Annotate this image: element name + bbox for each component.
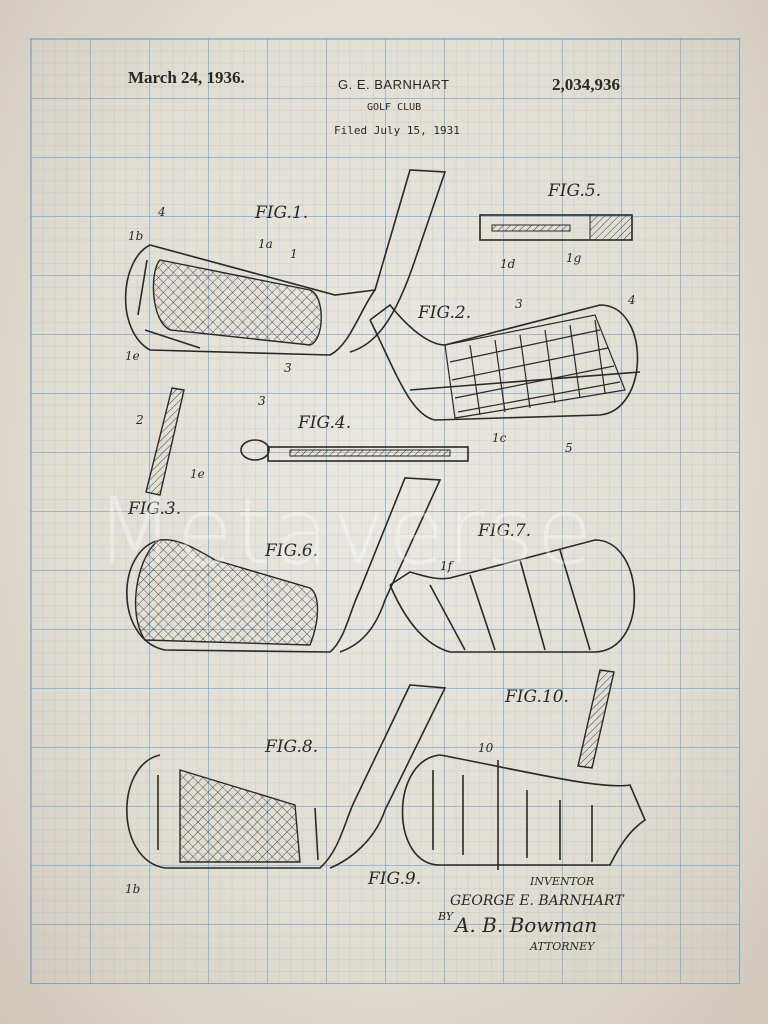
ref-1b: 1b [128, 229, 143, 243]
figure-10-section [577, 669, 615, 769]
watermark: Metaverse [95, 478, 595, 585]
filed-date: Filed July 15, 1931 [334, 124, 460, 137]
ref-1e-fig3: 1e [190, 467, 205, 481]
fig-9-label: FIG.9. [367, 869, 421, 889]
figure-8-club-head [126, 684, 447, 869]
figure-1-club-head [124, 169, 447, 356]
fig-8-label: FIG.8. [264, 737, 318, 757]
inventor-header: G. E. BARNHART [338, 77, 450, 92]
ref-1c: 1c [492, 431, 507, 445]
patent-date: March 24, 1936. [128, 68, 245, 87]
attorney-label: ATTORNEY [529, 940, 596, 953]
figure-4-section [240, 439, 469, 462]
ref-4-fig2: 4 [627, 293, 636, 307]
ref-1: 1 [290, 247, 298, 261]
fig-4-label: FIG.4. [297, 413, 351, 433]
inventor-label: INVENTOR [529, 875, 594, 888]
patent-number: 2,034,936 [552, 75, 620, 94]
ref-1d: 1d [500, 257, 516, 271]
ref-1b-fig8: 1b [125, 882, 140, 896]
by-label: BY [437, 910, 455, 923]
ref-3: 3 [284, 361, 292, 375]
ref-3-fig2: 3 [515, 297, 523, 311]
figure-6-club-head [126, 477, 442, 653]
fig-6-label: FIG.6. [264, 541, 318, 561]
fig-7-label: FIG.7. [477, 521, 531, 541]
figure-3-section [145, 387, 185, 496]
figure-7-club-head [389, 539, 636, 653]
ref-1g: 1g [566, 251, 582, 265]
figure-2-club-head [369, 303, 641, 421]
ref-1e: 1e [125, 349, 140, 363]
inventor-name: GEORGE E. BARNHART [450, 893, 625, 909]
figure-5-section [479, 214, 633, 241]
ref-4: 4 [157, 205, 166, 219]
ref-1f: 1f [440, 559, 455, 573]
graph-grid [30, 38, 740, 984]
fig-10-label: FIG.10. [504, 687, 569, 707]
ref-5: 5 [565, 441, 573, 455]
ref-3-fig4: 3 [258, 394, 266, 408]
ref-2: 2 [135, 413, 144, 427]
ref-1a: 1a [258, 237, 273, 251]
figure-9-club-head [401, 754, 646, 870]
fig-3-label: FIG.3. [127, 499, 181, 519]
ref-10: 10 [478, 741, 494, 755]
attorney-signature: A. B. Bowman [453, 913, 597, 937]
fig-1-label: FIG.1. [254, 203, 308, 223]
fig-2-label: FIG.2. [417, 303, 471, 323]
patent-title: GOLF CLUB [367, 102, 422, 113]
fig-5-label: FIG.5. [547, 181, 601, 201]
